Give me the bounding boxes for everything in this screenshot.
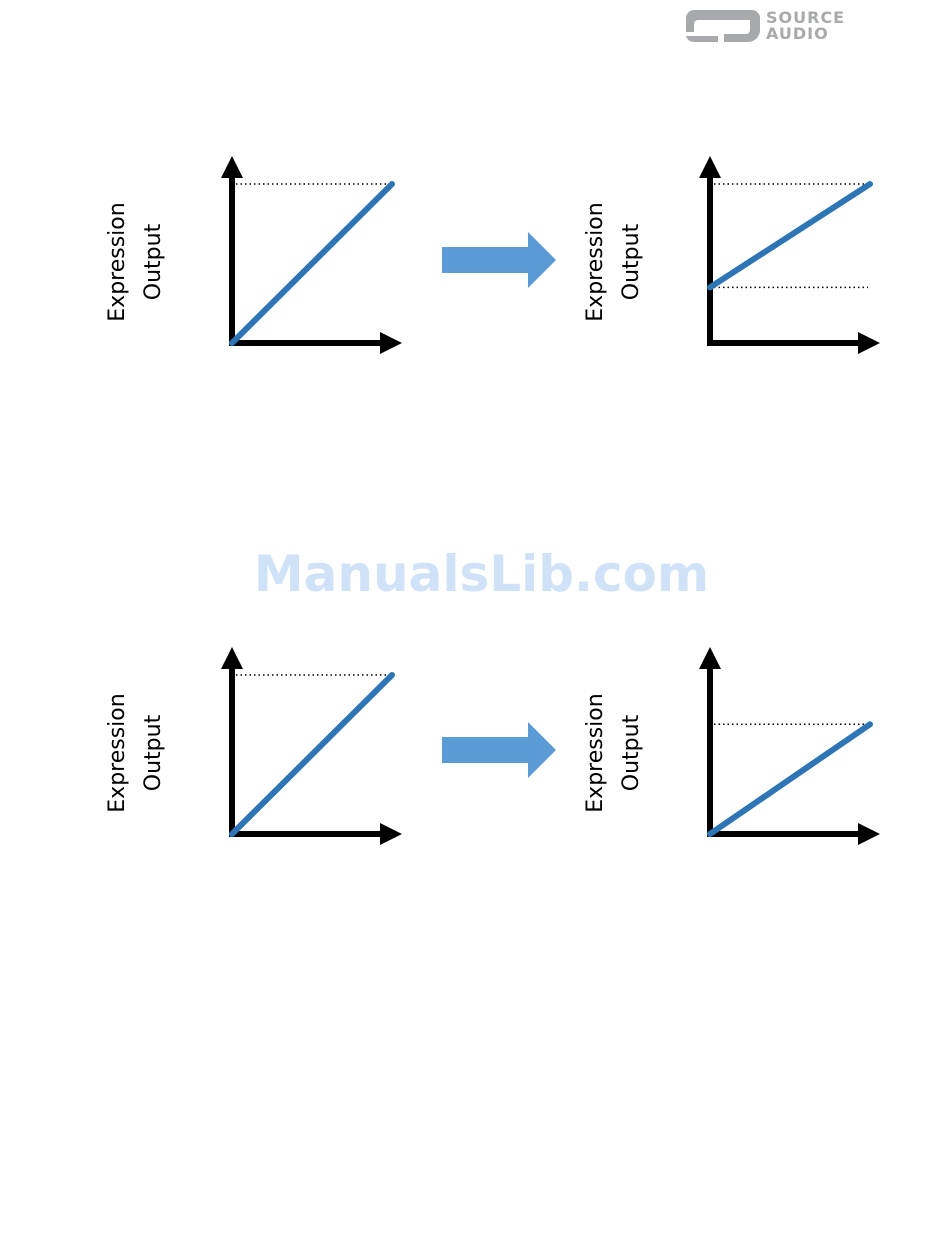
x-axis-arrowhead-icon xyxy=(858,823,880,845)
watermark: ManualsLib.com xyxy=(0,545,950,603)
graph-after-bottom: Expression Output xyxy=(588,641,888,881)
right-arrow-icon xyxy=(442,232,562,292)
graph-before-top: Expression Output xyxy=(110,150,410,390)
y-axis-arrowhead-icon xyxy=(221,156,243,178)
graph-before-bottom: Expression Output xyxy=(110,641,410,881)
x-axis-arrowhead-icon xyxy=(858,332,880,354)
source-audio-logo: SOURCE AUDIO xyxy=(684,8,884,44)
graph-axes xyxy=(110,641,410,881)
right-arrow-icon xyxy=(442,722,562,782)
logo-text-audio: AUDIO xyxy=(766,26,829,42)
y-axis-arrowhead-icon xyxy=(221,647,243,669)
expression-output-line xyxy=(232,675,392,834)
expression-output-line xyxy=(710,724,870,834)
y-axis-arrowhead-icon xyxy=(699,156,721,178)
x-axis-arrowhead-icon xyxy=(380,823,402,845)
graph-axes xyxy=(588,641,888,881)
y-axis-arrowhead-icon xyxy=(699,647,721,669)
expression-output-line xyxy=(710,184,870,287)
logo-mark-icon xyxy=(684,8,762,44)
graph-axes xyxy=(110,150,410,390)
expression-output-line xyxy=(232,184,392,343)
graph-axes xyxy=(588,150,888,390)
graph-after-top: Expression Output xyxy=(588,150,888,390)
x-axis-arrowhead-icon xyxy=(380,332,402,354)
